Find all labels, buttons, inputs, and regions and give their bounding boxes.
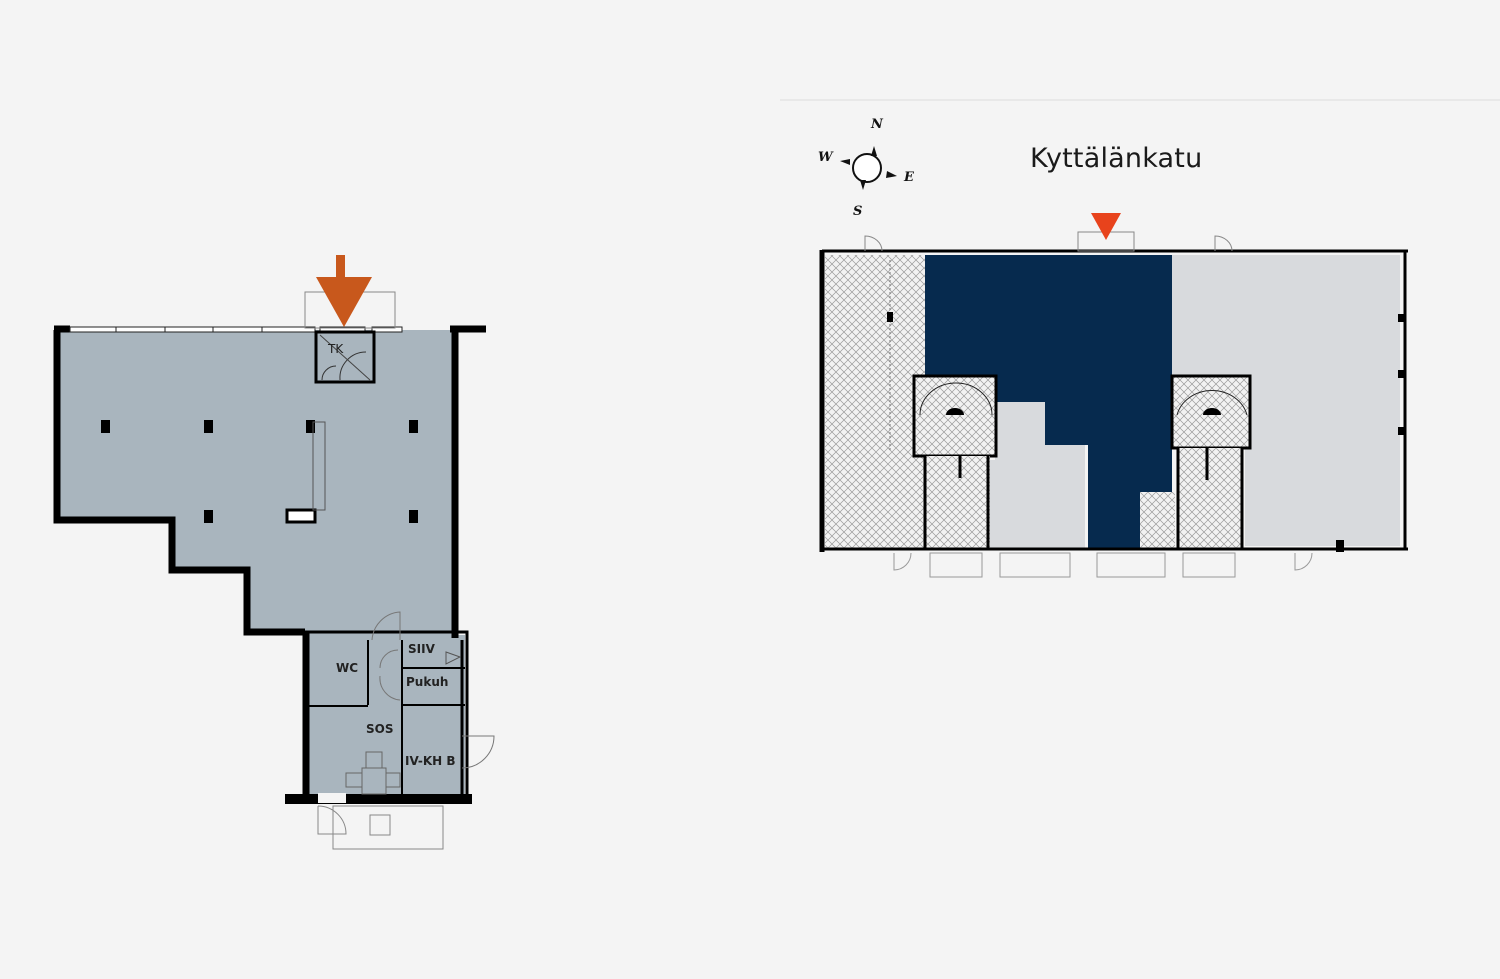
room-label-tk: TK [328,342,344,356]
compass-south-label: S [853,204,863,219]
compass-west-label: W [818,150,833,165]
left-floor-plan: TK WC SIIV Pukuh SOS IV-KH B [53,255,495,850]
room-label-pukuh: Pukuh [406,675,449,689]
compass-east-label: E [904,170,914,185]
left-plan-drawing [53,255,495,850]
street-name-label: Kyttälänkatu [1030,143,1203,174]
compass-north-label: N [871,117,883,132]
header-divider [780,99,1500,101]
room-label-wc: WC [336,661,359,675]
room-label-sos: SOS [366,722,394,736]
room-label-iv-kh-b: IV-KH B [405,754,456,768]
room-label-siiv: SIIV [408,642,435,656]
